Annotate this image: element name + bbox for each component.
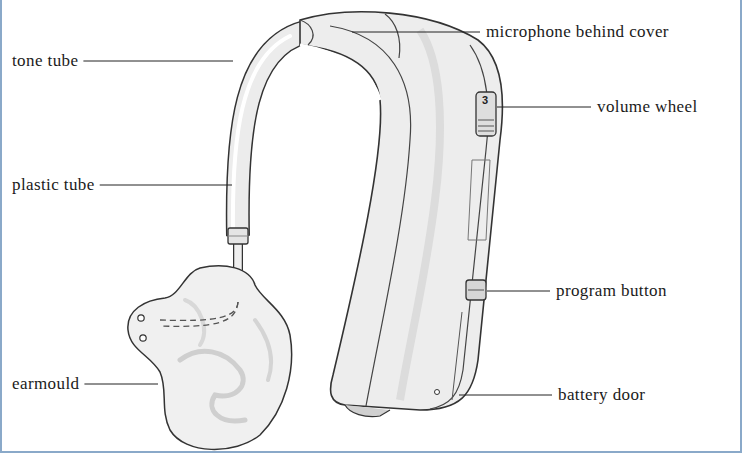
sound-channel <box>160 302 238 326</box>
button-ridge <box>468 290 484 291</box>
body-shading <box>400 30 440 400</box>
microphone-cover <box>385 14 400 58</box>
leader-line <box>459 395 552 396</box>
frame-line <box>0 0 2 452</box>
frame-line <box>0 451 742 453</box>
leader-lines <box>83 32 591 395</box>
earmould-shading <box>180 351 245 421</box>
leader-line <box>497 107 591 108</box>
body-seam <box>330 26 411 406</box>
wheel-number: 3 <box>482 95 488 106</box>
battery-door-catch <box>435 390 440 395</box>
wheel-ridge <box>478 126 494 127</box>
battery-door-edge <box>452 312 462 400</box>
wheel-ridge <box>478 131 494 132</box>
leader-line <box>352 32 480 33</box>
leader-line <box>100 185 232 186</box>
tube-connector-line <box>228 236 248 237</box>
wheel-ridge <box>478 120 494 121</box>
tone-tube <box>238 32 305 236</box>
volume-wheel <box>476 92 496 136</box>
part-label: earmould <box>12 375 79 392</box>
earmould-shading <box>185 300 204 345</box>
part-label: program button <box>556 282 667 299</box>
part-label: battery door <box>558 386 645 403</box>
earmould-shape <box>128 266 292 450</box>
leader-line <box>84 384 158 385</box>
part-label: microphone behind cover <box>486 23 669 40</box>
battery-door-foot <box>345 405 390 417</box>
tube-joint <box>300 20 313 45</box>
panel-recess <box>468 160 490 240</box>
tone-tube-fill <box>238 32 305 236</box>
program-button <box>466 280 486 300</box>
hearing-aid-body <box>300 12 502 410</box>
earmould-shading <box>255 320 271 380</box>
sound-outlet <box>138 315 144 321</box>
body-highlight <box>300 45 380 100</box>
part-label: volume wheel <box>597 98 698 115</box>
vent-hole <box>140 335 146 341</box>
frame-line <box>740 0 742 452</box>
tone-tube-highlight <box>233 36 290 230</box>
part-label: plastic tube <box>12 176 95 193</box>
sound-channel <box>160 302 238 320</box>
part-label: tone tube <box>12 52 78 69</box>
leader-line <box>83 61 233 62</box>
tube-connector <box>228 228 248 244</box>
leader-line <box>487 291 550 292</box>
